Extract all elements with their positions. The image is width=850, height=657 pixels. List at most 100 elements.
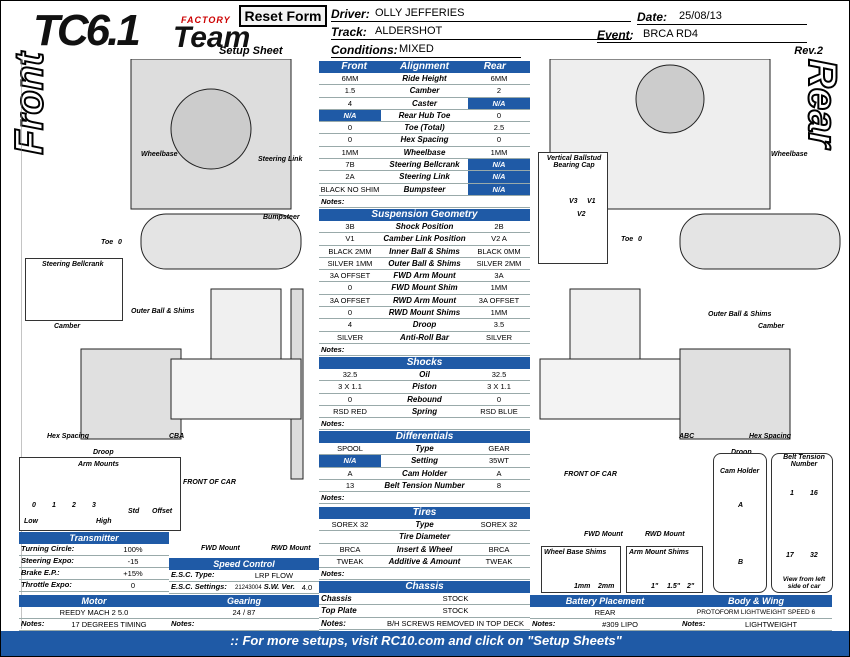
battery-row[interactable]: REAR <box>530 607 680 619</box>
shocks-cell-rear[interactable]: 0 <box>496 394 502 404</box>
alignment-cell-rear[interactable]: N/A <box>468 183 530 195</box>
gearing-row[interactable]: 24 / 87 <box>169 607 319 619</box>
footer-link[interactable]: :: For more setups, visit RC10.com and c… <box>1 631 849 656</box>
differentials-cell-front[interactable]: 13 <box>345 480 355 490</box>
alignment-cell-front[interactable]: 1MM <box>341 147 359 157</box>
gearing-notes-row[interactable]: Notes: <box>169 619 319 631</box>
alignment-cell-rear[interactable]: N/A <box>468 171 530 183</box>
alignment-cell-rear[interactable]: 2 <box>496 86 502 96</box>
track-field[interactable]: Track:ALDERSHOT <box>331 25 631 40</box>
alignment-cell-rear[interactable]: 2.5 <box>493 123 505 133</box>
driver-field[interactable]: Driver:OLLY JEFFERIES <box>331 7 631 22</box>
suspension-cell-rear[interactable]: 1MM <box>490 283 508 293</box>
alignment-cell-rear[interactable]: 0 <box>496 110 502 120</box>
alignment-cell-front[interactable]: N/A <box>319 109 381 122</box>
shocks-cell-rear[interactable]: 32.5 <box>491 370 507 379</box>
shocks-cell-rear[interactable]: 3 X 1.1 <box>487 382 511 392</box>
suspension-cell-rear[interactable]: 3A OFFSET <box>478 295 520 305</box>
suspension-cell-rear[interactable]: SILVER <box>485 332 513 342</box>
chassis-row[interactable]: Notes:B/H SCREWS REMOVED IN TOP DECK <box>319 618 530 630</box>
tires-cell-rear[interactable]: TWEAK <box>485 556 513 566</box>
suspension-cell-rear[interactable]: 3A <box>494 271 504 281</box>
alignment-cell-front[interactable]: 4 <box>347 98 353 108</box>
alignment-cell-front[interactable]: 0 <box>347 135 353 145</box>
suspension-cell-rear[interactable]: SILVER 2MM <box>476 258 522 268</box>
battery-notes-row[interactable]: Notes:#309 LIPO <box>530 619 680 631</box>
alignment-cell-front[interactable]: 7B <box>345 160 355 170</box>
suspension-cell-rear[interactable]: BLACK 0MM <box>477 246 521 256</box>
chassis-cell-value[interactable]: B/H SCREWS REMOVED IN TOP DECK <box>386 618 525 628</box>
shocks-cell-front[interactable]: 32.5 <box>342 370 358 379</box>
motor-notes-row[interactable]: Notes:17 DEGREES TIMING <box>19 619 169 631</box>
motor-row[interactable]: REEDY MACH 2 5.0 <box>19 607 169 619</box>
tires-cell-front[interactable]: TWEAK <box>336 556 364 566</box>
suspension-cell-front[interactable]: V1 <box>345 234 355 244</box>
body-notes-row[interactable]: Notes:LIGHTWEIGHT <box>680 619 832 631</box>
shocks-cell-front[interactable]: RSD RED <box>333 406 367 416</box>
tires-cell-rear[interactable]: BRCA <box>488 544 510 554</box>
reset-form-button[interactable]: Reset Form <box>239 5 327 27</box>
alignment-cell-front[interactable]: 0 <box>347 123 353 133</box>
suspension-cell-front[interactable]: 0 <box>347 283 353 293</box>
tires-cell-rear[interactable] <box>468 531 530 542</box>
alignment-cell-front[interactable]: 1.5 <box>344 86 356 96</box>
alignment-cell-front[interactable]: 6MM <box>341 74 359 83</box>
transmitter-row[interactable]: Brake E.P.:+15% <box>19 568 169 580</box>
differentials-notes[interactable]: Notes: <box>319 492 530 505</box>
tires-notes[interactable]: Notes: <box>319 568 530 581</box>
alignment-cell-rear[interactable]: 6MM <box>490 74 508 83</box>
chassis-cell-value[interactable]: STOCK <box>442 594 469 603</box>
tires-cell-rear[interactable]: SOREX 32 <box>480 520 518 529</box>
suspension-cell-front[interactable]: 0 <box>347 308 353 318</box>
shocks-cell-rear[interactable]: RSD BLUE <box>480 406 518 416</box>
differentials-cell-front[interactable]: SPOOL <box>337 444 363 453</box>
tires-cell-front[interactable]: SOREX 32 <box>331 520 369 529</box>
alignment-cell-front[interactable]: BLACK NO SHIM <box>320 184 380 194</box>
differentials-cell-front[interactable]: N/A <box>319 455 381 467</box>
suspension-notes[interactable]: Notes: <box>319 344 530 356</box>
alignment-cell-rear[interactable]: 0 <box>496 135 502 145</box>
suspension-cell-front[interactable]: BLACK 2MM <box>328 246 372 256</box>
alignment-cell-rear[interactable]: N/A <box>468 97 530 109</box>
transmitter-row[interactable]: Throttle Expo:0 <box>19 580 169 592</box>
event-field[interactable]: Event:BRCA RD4 <box>597 28 807 43</box>
suspension-cell-rear[interactable]: 3.5 <box>493 320 505 330</box>
suspension-cell-rear[interactable]: 1MM <box>490 308 508 318</box>
alignment-cell-rear[interactable]: 1MM <box>490 147 508 157</box>
suspension-cell-front[interactable]: 3A OFFSET <box>329 271 371 281</box>
tires-row[interactable]: Tire Diameter <box>319 531 530 544</box>
differentials-cell-rear[interactable]: GEAR <box>488 444 510 453</box>
conditions-field[interactable]: Conditions:MIXED <box>331 43 521 58</box>
differentials-cell-rear[interactable]: 35WT <box>488 456 509 466</box>
shocks-notes[interactable]: Notes: <box>319 418 530 431</box>
alignment-cell-rear[interactable]: N/A <box>468 159 530 171</box>
shocks-cell-front[interactable]: 0 <box>347 394 353 404</box>
suspension-cell-rear[interactable]: V2 A <box>491 234 507 244</box>
suspension-cell-front[interactable]: 3A OFFSET <box>329 295 371 305</box>
differentials-cell-rear[interactable]: 8 <box>496 480 502 490</box>
